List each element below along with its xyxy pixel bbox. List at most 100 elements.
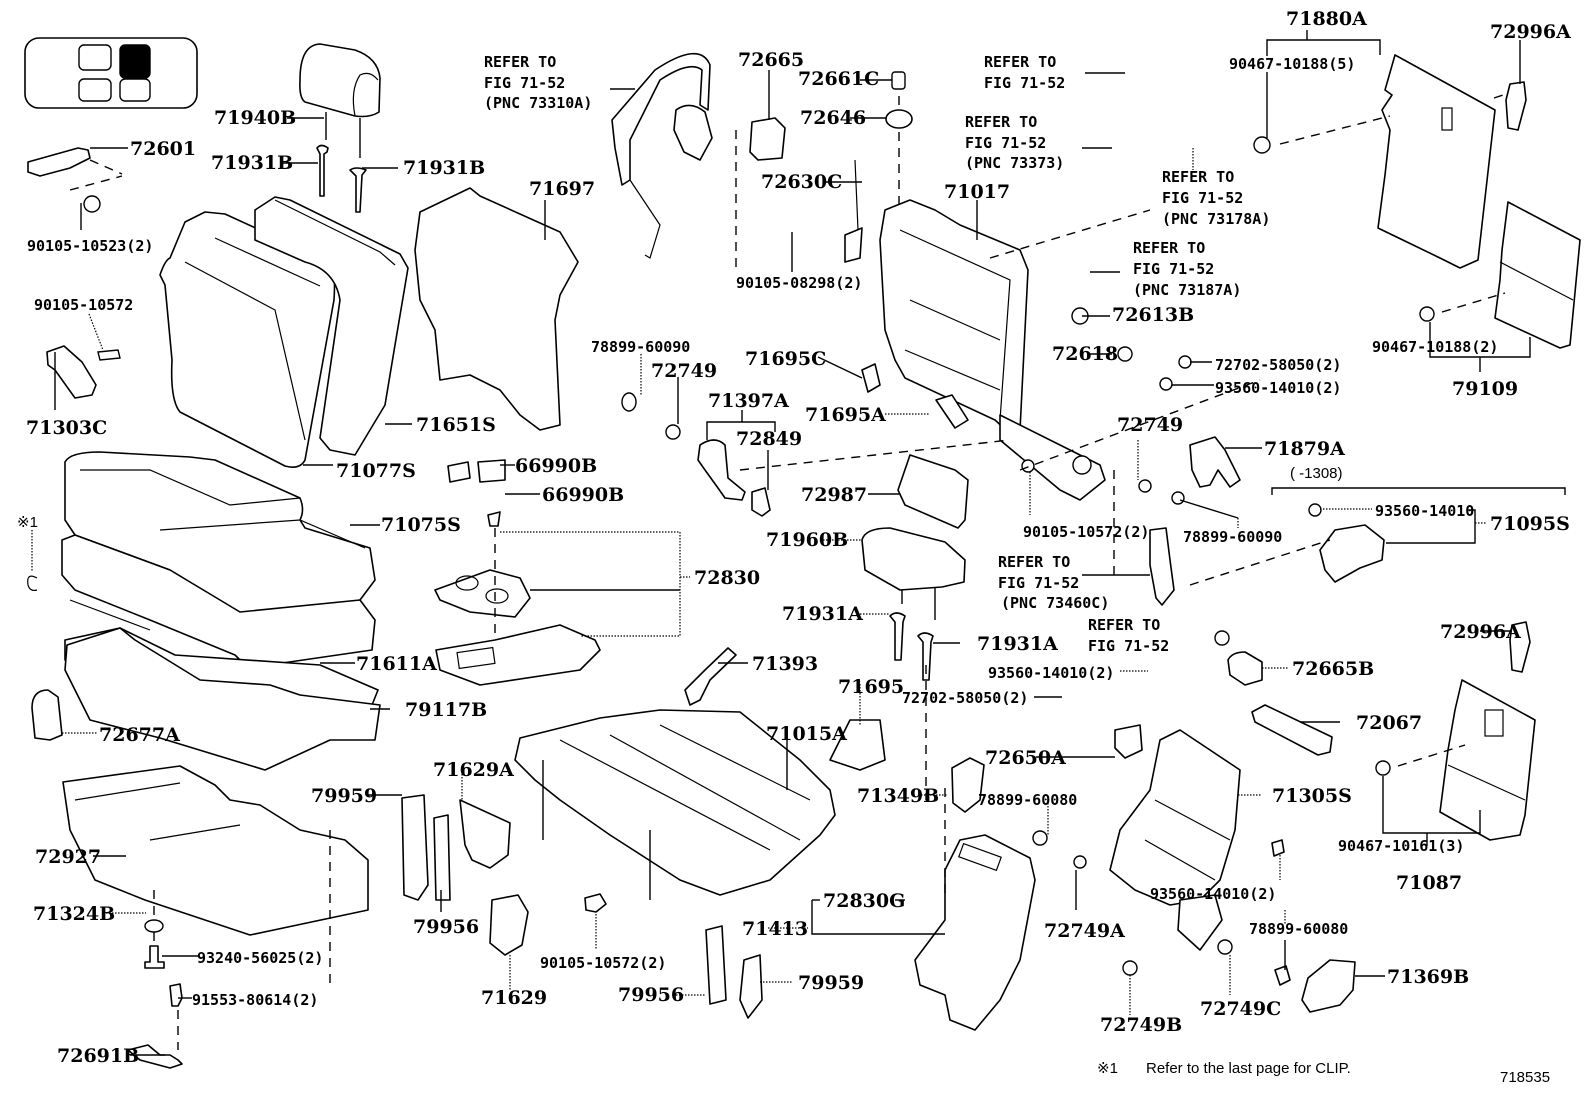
part-label[interactable]: 72646 — [800, 107, 866, 129]
mat-79117b-drawing — [31, 627, 381, 771]
part-label[interactable]: 90467-10188(2) — [1372, 338, 1498, 356]
part-label[interactable]: 72677A — [99, 724, 180, 746]
footnote-text: Refer to the last page for CLIP. — [1146, 1060, 1351, 1077]
part-label[interactable]: 90467-10161(3) — [1338, 837, 1464, 855]
cover-71879a-drawing — [1189, 436, 1241, 488]
part-label[interactable]: 79109 — [1452, 378, 1518, 400]
part-label[interactable]: 72601 — [130, 138, 196, 160]
part-label[interactable]: 72749A — [1044, 920, 1125, 942]
part-label[interactable]: 93560-14010(2) — [1150, 885, 1276, 903]
part-label[interactable]: 72665B — [1292, 658, 1374, 680]
part-label[interactable]: 72749 — [1117, 414, 1183, 436]
part-label[interactable]: 93560-14010 — [1375, 502, 1474, 520]
part-label[interactable]: 93560-14010(2) — [1215, 379, 1341, 397]
part-label[interactable]: 72996A — [1440, 621, 1521, 643]
part-label[interactable]: 71305S — [1272, 785, 1352, 807]
part-label[interactable]: 79956 — [618, 984, 684, 1006]
part-label[interactable]: 93240-56025(2) — [197, 949, 323, 967]
part-label[interactable]: 71651S — [416, 414, 496, 436]
part-label[interactable]: 72749B — [1100, 1014, 1182, 1036]
part-label[interactable]: 72987 — [801, 484, 867, 506]
part-label[interactable]: 71695 — [838, 676, 904, 698]
part-label[interactable]: 72927 — [35, 846, 101, 868]
figure-number: 718535 — [1500, 1069, 1550, 1086]
part-label[interactable]: 71695C — [745, 348, 826, 370]
reference-note-bolt: REFER TO FIG 71-52 — [1088, 616, 1169, 655]
part-label[interactable]: 72661C — [798, 68, 879, 90]
reference-line: FIG 71-52 — [1088, 637, 1169, 655]
part-label[interactable]: 66990B — [542, 484, 624, 506]
part-label[interactable]: 71095S — [1490, 513, 1570, 535]
part-label[interactable]: 72830G — [823, 890, 905, 912]
part-label[interactable]: 72749 — [651, 360, 717, 382]
strap-71393-drawing — [684, 647, 737, 706]
part-label[interactable]: 71369B — [1387, 966, 1469, 988]
part-label[interactable]: 71413 — [742, 918, 808, 940]
part-labels: 71940B 72601 71931B 71931B 90105-10523(2… — [26, 8, 1571, 1067]
part-label[interactable]: 90105-10572(2) — [540, 954, 666, 972]
part-label[interactable]: 71077S — [336, 460, 416, 482]
panel-71087-drawing — [1375, 621, 1536, 841]
part-label[interactable]: 71880A — [1286, 8, 1367, 30]
part-label[interactable]: 79959 — [311, 785, 377, 807]
part-label[interactable]: 71349B — [857, 785, 939, 807]
part-label[interactable]: 72618 — [1052, 343, 1118, 365]
part-label[interactable]: 71611A — [356, 653, 437, 675]
part-label[interactable]: 79117B — [405, 699, 487, 721]
seat-locator-icon — [24, 37, 198, 109]
part-label[interactable]: 71931B — [403, 157, 485, 179]
part-label[interactable]: 71931A — [977, 633, 1058, 655]
part-label[interactable]: 78899-60080 — [1249, 920, 1348, 938]
part-label[interactable]: 79956 — [413, 916, 479, 938]
part-label[interactable]: 71075S — [381, 514, 461, 536]
reference-note-screw: REFER TO FIG 71-52 — [984, 53, 1065, 92]
part-label[interactable]: 71940B — [214, 107, 296, 129]
part-label[interactable]: 72067 — [1356, 712, 1422, 734]
part-label[interactable]: 79959 — [798, 972, 864, 994]
part-label[interactable]: 72613B — [1112, 304, 1194, 326]
part-label[interactable]: 71879A — [1264, 438, 1345, 460]
part-label[interactable]: 71087 — [1396, 872, 1462, 894]
part-label[interactable]: 72665 — [738, 49, 804, 71]
part-label[interactable]: 71960B — [766, 529, 848, 551]
part-label[interactable]: 72630C — [761, 171, 842, 193]
part-label[interactable]: 90467-10188(5) — [1229, 55, 1355, 73]
part-label[interactable]: 71397A — [708, 390, 789, 412]
part-label[interactable]: 72702-58050(2) — [902, 689, 1028, 707]
part-label[interactable]: 90105-10572 — [34, 296, 133, 314]
part-label[interactable]: 71017 — [944, 181, 1010, 203]
part-label[interactable]: 71931B — [211, 152, 293, 174]
buckle-71095s-drawing — [1189, 503, 1385, 586]
reference-line: REFER TO — [484, 53, 556, 71]
part-label[interactable]: 71015A — [766, 723, 847, 745]
reference-line: REFER TO — [965, 113, 1037, 131]
part-label[interactable]: 78899-60090 — [1183, 528, 1282, 546]
part-label[interactable]: 72749C — [1200, 998, 1281, 1020]
part-label[interactable]: 71697 — [529, 178, 595, 200]
part-label[interactable]: 78899-60090 — [591, 338, 690, 356]
part-label[interactable]: 91553-80614(2) — [192, 991, 318, 1009]
part-label[interactable]: 72650A — [985, 747, 1066, 769]
part-label[interactable]: 66990B — [515, 455, 597, 477]
part-label[interactable]: 72830 — [694, 567, 760, 589]
part-label[interactable]: 71629A — [433, 759, 514, 781]
part-label[interactable]: 71303C — [26, 417, 107, 439]
part-label[interactable]: 71629 — [481, 987, 547, 1009]
reference-line: REFER TO — [984, 53, 1056, 71]
reference-line: (PNC 73460C) — [1001, 594, 1109, 612]
part-label[interactable]: 72996A — [1490, 21, 1571, 43]
part-label[interactable]: 90105-10523(2) — [27, 237, 153, 255]
reference-line: (PNC 73310A) — [484, 94, 592, 112]
part-label[interactable]: 71393 — [752, 653, 818, 675]
part-label[interactable]: 72691B — [57, 1045, 139, 1067]
part-label[interactable]: 72849 — [736, 428, 802, 450]
part-label[interactable]: 93560-14010(2) — [988, 664, 1114, 682]
part-label[interactable]: 71931A — [782, 603, 863, 625]
part-label[interactable]: 90105-08298(2) — [736, 274, 862, 292]
part-label[interactable]: 72702-58050(2) — [1215, 356, 1341, 374]
part-label[interactable]: 90105-10572(2) — [1023, 523, 1149, 541]
footnote-mark: ※1 — [1097, 1060, 1118, 1077]
part-label[interactable]: 71695A — [805, 404, 886, 426]
part-label[interactable]: 71324B — [33, 903, 115, 925]
part-label[interactable]: 78899-60080 — [978, 791, 1077, 809]
